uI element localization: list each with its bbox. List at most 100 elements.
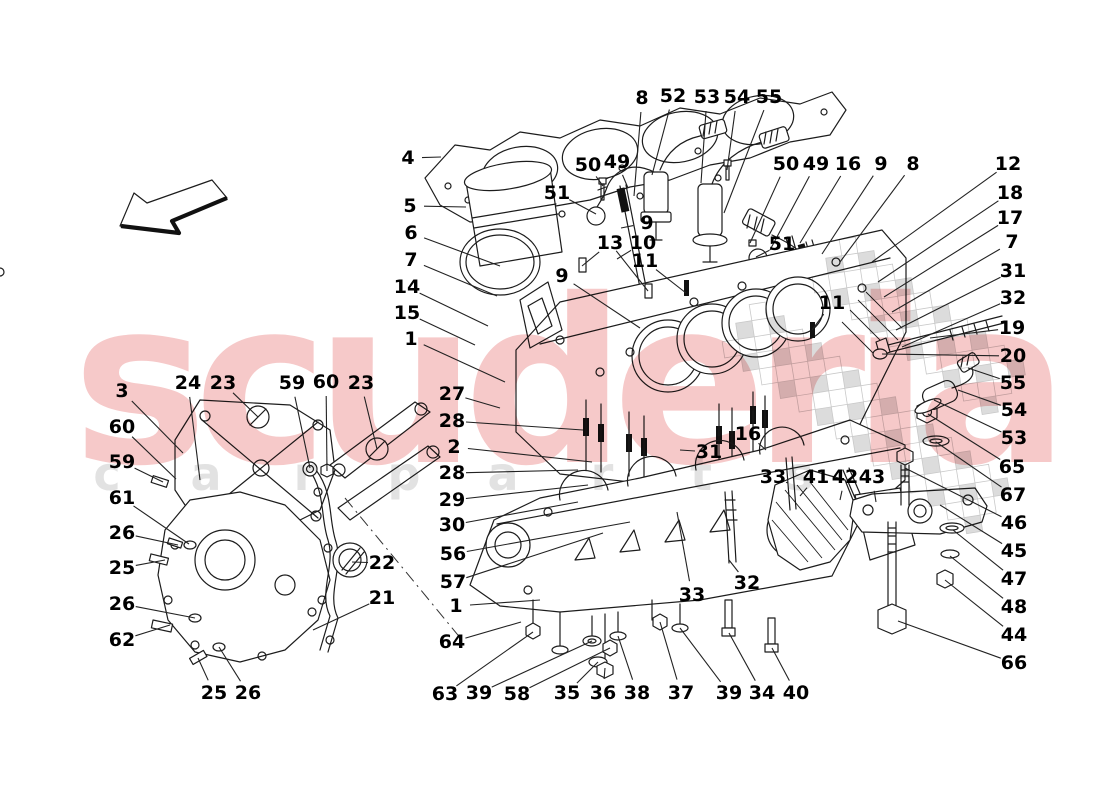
callout-label: 30 — [439, 514, 465, 536]
leader-line — [131, 400, 184, 454]
callout-label: 2 — [447, 436, 460, 458]
callout-label: 45 — [1001, 540, 1027, 562]
leader-line — [363, 396, 378, 450]
leader-line — [967, 367, 1000, 380]
callout-label: 43 — [859, 466, 885, 488]
leader-line — [465, 621, 522, 639]
leader-line — [465, 501, 579, 524]
leader-line — [927, 413, 1001, 460]
leader-line — [325, 395, 328, 472]
callout-label: 35 — [554, 682, 580, 704]
watermark-letter: a — [487, 447, 518, 501]
checker-diamond — [934, 436, 955, 457]
callout-label: 42 — [832, 466, 858, 488]
callout-label: 38 — [624, 682, 650, 704]
leader-line — [939, 504, 1003, 545]
leader-line — [351, 561, 369, 564]
checker-diamond — [823, 355, 843, 376]
checker-diamond — [833, 419, 853, 440]
leader-line — [419, 318, 476, 346]
callout-label: 32 — [1000, 287, 1026, 309]
callout-label: 55 — [1000, 372, 1026, 394]
checker-diamond — [828, 387, 848, 408]
checker-diamond — [767, 315, 787, 335]
leader-line — [821, 175, 874, 255]
checker-diamond — [814, 406, 835, 426]
leader-line — [883, 224, 999, 298]
callout-label: 26 — [235, 682, 261, 704]
callout-label: 33 — [760, 466, 786, 488]
cylinder-liner-drawing — [459, 160, 563, 296]
checker-diamond — [721, 338, 742, 359]
callout-label: 37 — [668, 682, 694, 704]
leader-line — [799, 175, 842, 244]
leader-line — [659, 621, 678, 680]
leader-line — [811, 313, 825, 331]
leader-line — [469, 599, 541, 606]
callout-label: 51 — [769, 233, 795, 255]
callout-label: 58 — [504, 683, 530, 705]
callout-label: 61 — [109, 487, 135, 509]
callout-label: 20 — [1000, 345, 1026, 367]
callout-label: 10 — [630, 232, 656, 254]
callout-label: 51 — [544, 182, 570, 204]
callout-label: 27 — [439, 383, 465, 405]
callout-label: 33 — [679, 584, 705, 606]
direction-arrow-icon — [119, 179, 228, 236]
leader-line — [904, 467, 1002, 518]
checker-diamond — [758, 365, 779, 386]
leader-line — [615, 250, 649, 292]
watermark-letter: s — [786, 447, 813, 501]
callout-label: 7 — [404, 249, 417, 271]
leader-line — [901, 303, 1001, 348]
leader-line — [294, 396, 311, 469]
checker-diamond — [867, 314, 888, 334]
leader-line — [569, 199, 597, 215]
callout-label: 3 — [115, 380, 128, 402]
leader-line — [676, 511, 691, 582]
leader-line — [839, 490, 843, 501]
leader-line — [419, 292, 489, 327]
checker-diamond — [1006, 358, 1026, 378]
checker-diamond — [791, 360, 811, 381]
checkered-flag-pattern — [721, 236, 1026, 535]
leader-line — [891, 248, 1001, 313]
callout-label: 14 — [394, 276, 420, 298]
checker-diamond — [950, 317, 970, 338]
checker-diamond — [918, 322, 938, 343]
callout-label: 63 — [432, 683, 458, 705]
leader-line — [933, 399, 1002, 433]
callout-label: 16 — [735, 423, 761, 445]
checker-diamond — [777, 379, 798, 399]
callout-label: 60 — [313, 371, 339, 393]
leader-line — [135, 535, 179, 546]
checker-diamond — [958, 482, 979, 502]
leader-line — [466, 532, 604, 579]
leader-line — [749, 176, 781, 244]
callout-label: 44 — [1001, 624, 1027, 646]
callout-label: 9 — [874, 153, 887, 175]
leader-line — [651, 109, 670, 176]
checker-diamond — [748, 301, 769, 322]
callout-label: 22 — [369, 552, 395, 574]
checker-diamond — [881, 295, 901, 316]
leader-line — [929, 329, 999, 339]
leader-line — [595, 176, 604, 187]
callout-label: 53 — [694, 86, 720, 108]
checker-diamond — [753, 333, 774, 354]
leader-line — [491, 640, 593, 688]
leader-line — [881, 353, 1000, 357]
leader-line — [620, 225, 634, 229]
callout-label: 54 — [1001, 399, 1027, 421]
leader-line — [312, 603, 370, 631]
leader-line — [423, 344, 506, 383]
callout-label: 67 — [1000, 484, 1026, 506]
watermark-letter: p — [388, 447, 421, 501]
callout-label: 19 — [999, 317, 1025, 339]
callout-label: 64 — [439, 631, 465, 653]
callout-label: 48 — [1001, 596, 1027, 618]
checker-diamond — [860, 382, 880, 403]
